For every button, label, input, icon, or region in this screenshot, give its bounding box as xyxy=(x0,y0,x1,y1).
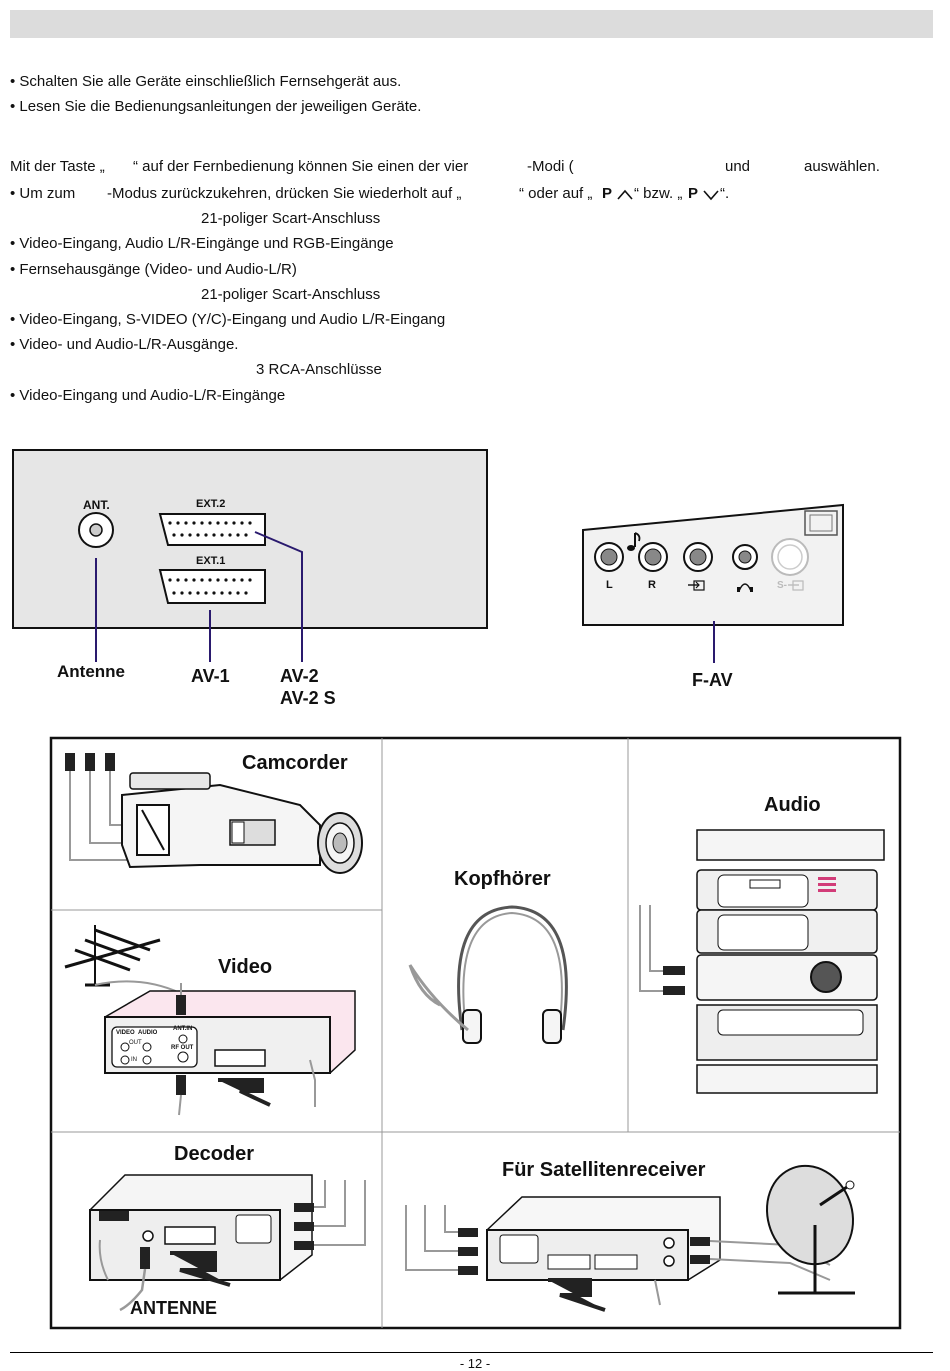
vcr-rfout-label: RF OUT xyxy=(171,1045,194,1051)
label-av2: AV-2 xyxy=(280,666,319,686)
p-up-label: P xyxy=(602,185,613,202)
mode-text-1c: -Modi ( xyxy=(527,158,574,175)
camcorder-title: Camcorder xyxy=(242,752,348,774)
antenne-caption: ANTENNE xyxy=(130,1298,218,1318)
antenna-icon xyxy=(64,925,181,994)
mode-text-2a: • Um zum xyxy=(10,185,76,202)
kopfhoerer-title: Kopfhörer xyxy=(454,868,551,890)
label-av2s: AV-2 S xyxy=(280,688,336,708)
scart1-bullet-1: • Video-Eingang, Audio L/R-Eingänge und … xyxy=(10,235,394,252)
satellite-receiver-icon xyxy=(405,1196,831,1312)
ext2-label: EXT.2 xyxy=(196,498,226,510)
mode-text-1a: Mit der Taste „ xyxy=(10,158,105,175)
vcr-out-label: OUT xyxy=(129,1040,142,1046)
devices-diagram xyxy=(49,736,902,1330)
instruction-bullet-1: • Schalten Sie alle Geräte einschließlic… xyxy=(10,73,402,90)
scart2-bullet-2: • Video- und Audio-L/R-Ausgänge. xyxy=(10,336,239,353)
page-number: - 12 - xyxy=(459,1356,491,1371)
satellite-dish-icon xyxy=(765,1164,855,1295)
ext1-label: EXT.1 xyxy=(196,555,226,567)
instruction-bullet-2: • Lesen Sie die Bedienungsanleitungen de… xyxy=(10,98,422,115)
side-l-label: L xyxy=(606,579,613,591)
camcorder-icon xyxy=(65,753,363,874)
p-down-label: P xyxy=(688,185,699,202)
scart1-bullet-2: • Fernsehausgänge (Video- und Audio-L/R) xyxy=(10,261,297,278)
ant-label: ANT. xyxy=(83,498,110,512)
mode-text-1d: und xyxy=(725,158,751,175)
mode-text-1e: auswählen. xyxy=(804,158,880,175)
mode-text-2b: -Modus zurückzukehren, drücken Sie wiede… xyxy=(107,185,462,202)
label-antenne: Antenne xyxy=(57,662,125,681)
satellite-title: Für Satellitenreceiver xyxy=(502,1159,706,1181)
decoder-title: Decoder xyxy=(174,1143,255,1165)
side-r-label: R xyxy=(648,579,656,591)
decoder-icon xyxy=(89,1174,366,1312)
music-note-icon xyxy=(627,532,641,551)
audio-system-icon xyxy=(639,829,885,1094)
headphone-icon xyxy=(737,583,753,592)
vcr-audio-label: AUDIO xyxy=(138,1030,158,1036)
label-av1: AV-1 xyxy=(191,666,230,686)
ext2-scart-icon xyxy=(158,513,266,546)
chevron-down-icon xyxy=(703,190,719,201)
rear-panel-diagram xyxy=(12,449,488,662)
vcr-in-label: IN xyxy=(131,1057,137,1063)
mode-text-2e: “ bzw. „ xyxy=(634,185,683,202)
mode-text-1b: “ auf der Fernbedienung können Sie einen… xyxy=(133,158,469,175)
header-bar xyxy=(10,10,933,38)
audio-title: Audio xyxy=(764,794,821,816)
chevron-up-icon xyxy=(617,189,633,200)
footer-rule xyxy=(10,1352,933,1353)
headphones-icon xyxy=(408,905,568,1044)
ext1-scart-icon xyxy=(158,569,266,604)
mode-text-2c: “ oder auf „ xyxy=(519,185,593,202)
video-title: Video xyxy=(218,956,273,978)
rca-bullet-1: • Video-Eingang und Audio-L/R-Eingänge xyxy=(10,387,286,404)
mode-text-2g: “. xyxy=(720,185,730,202)
scart2-title: 21-poliger Scart-Anschluss xyxy=(201,286,381,303)
label-fav: F-AV xyxy=(692,670,733,690)
side-panel-diagram xyxy=(582,503,844,663)
svideo-input-icon xyxy=(788,580,804,591)
scart1-title: 21-poliger Scart-Anschluss xyxy=(201,210,381,227)
vcr-icon xyxy=(104,983,356,1116)
vcr-antin-label: ANT.IN xyxy=(173,1026,193,1032)
side-s-label: S- xyxy=(777,580,787,591)
rca-title: 3 RCA-Anschlüsse xyxy=(256,361,382,378)
input-arrow-icon xyxy=(688,580,705,591)
scart2-bullet-1: • Video-Eingang, S-VIDEO (Y/C)-Eingang u… xyxy=(10,311,446,328)
vcr-video-label: VIDEO xyxy=(116,1030,135,1036)
